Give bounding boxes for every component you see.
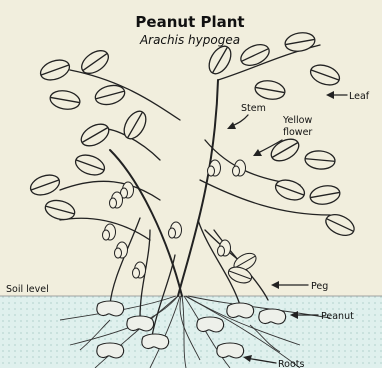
stem-label: Stem xyxy=(227,103,266,129)
svg-text:Roots: Roots xyxy=(278,359,305,368)
leaves-drawing xyxy=(28,31,358,286)
svg-text:Yellow: Yellow xyxy=(282,115,312,126)
svg-text:Peanut: Peanut xyxy=(321,311,354,322)
diagram-subtitle: Arachis hypogea xyxy=(139,33,240,47)
peg-label: Peg xyxy=(271,281,328,292)
diagram-title: Peanut Plant xyxy=(135,13,244,31)
soil-level-label: Soil level xyxy=(6,284,49,295)
svg-text:Stem: Stem xyxy=(241,103,266,114)
leaf-label: Leaf xyxy=(326,91,370,102)
svg-text:Leaf: Leaf xyxy=(349,91,370,102)
svg-text:Peg: Peg xyxy=(311,281,328,292)
svg-text:flower: flower xyxy=(283,127,312,138)
